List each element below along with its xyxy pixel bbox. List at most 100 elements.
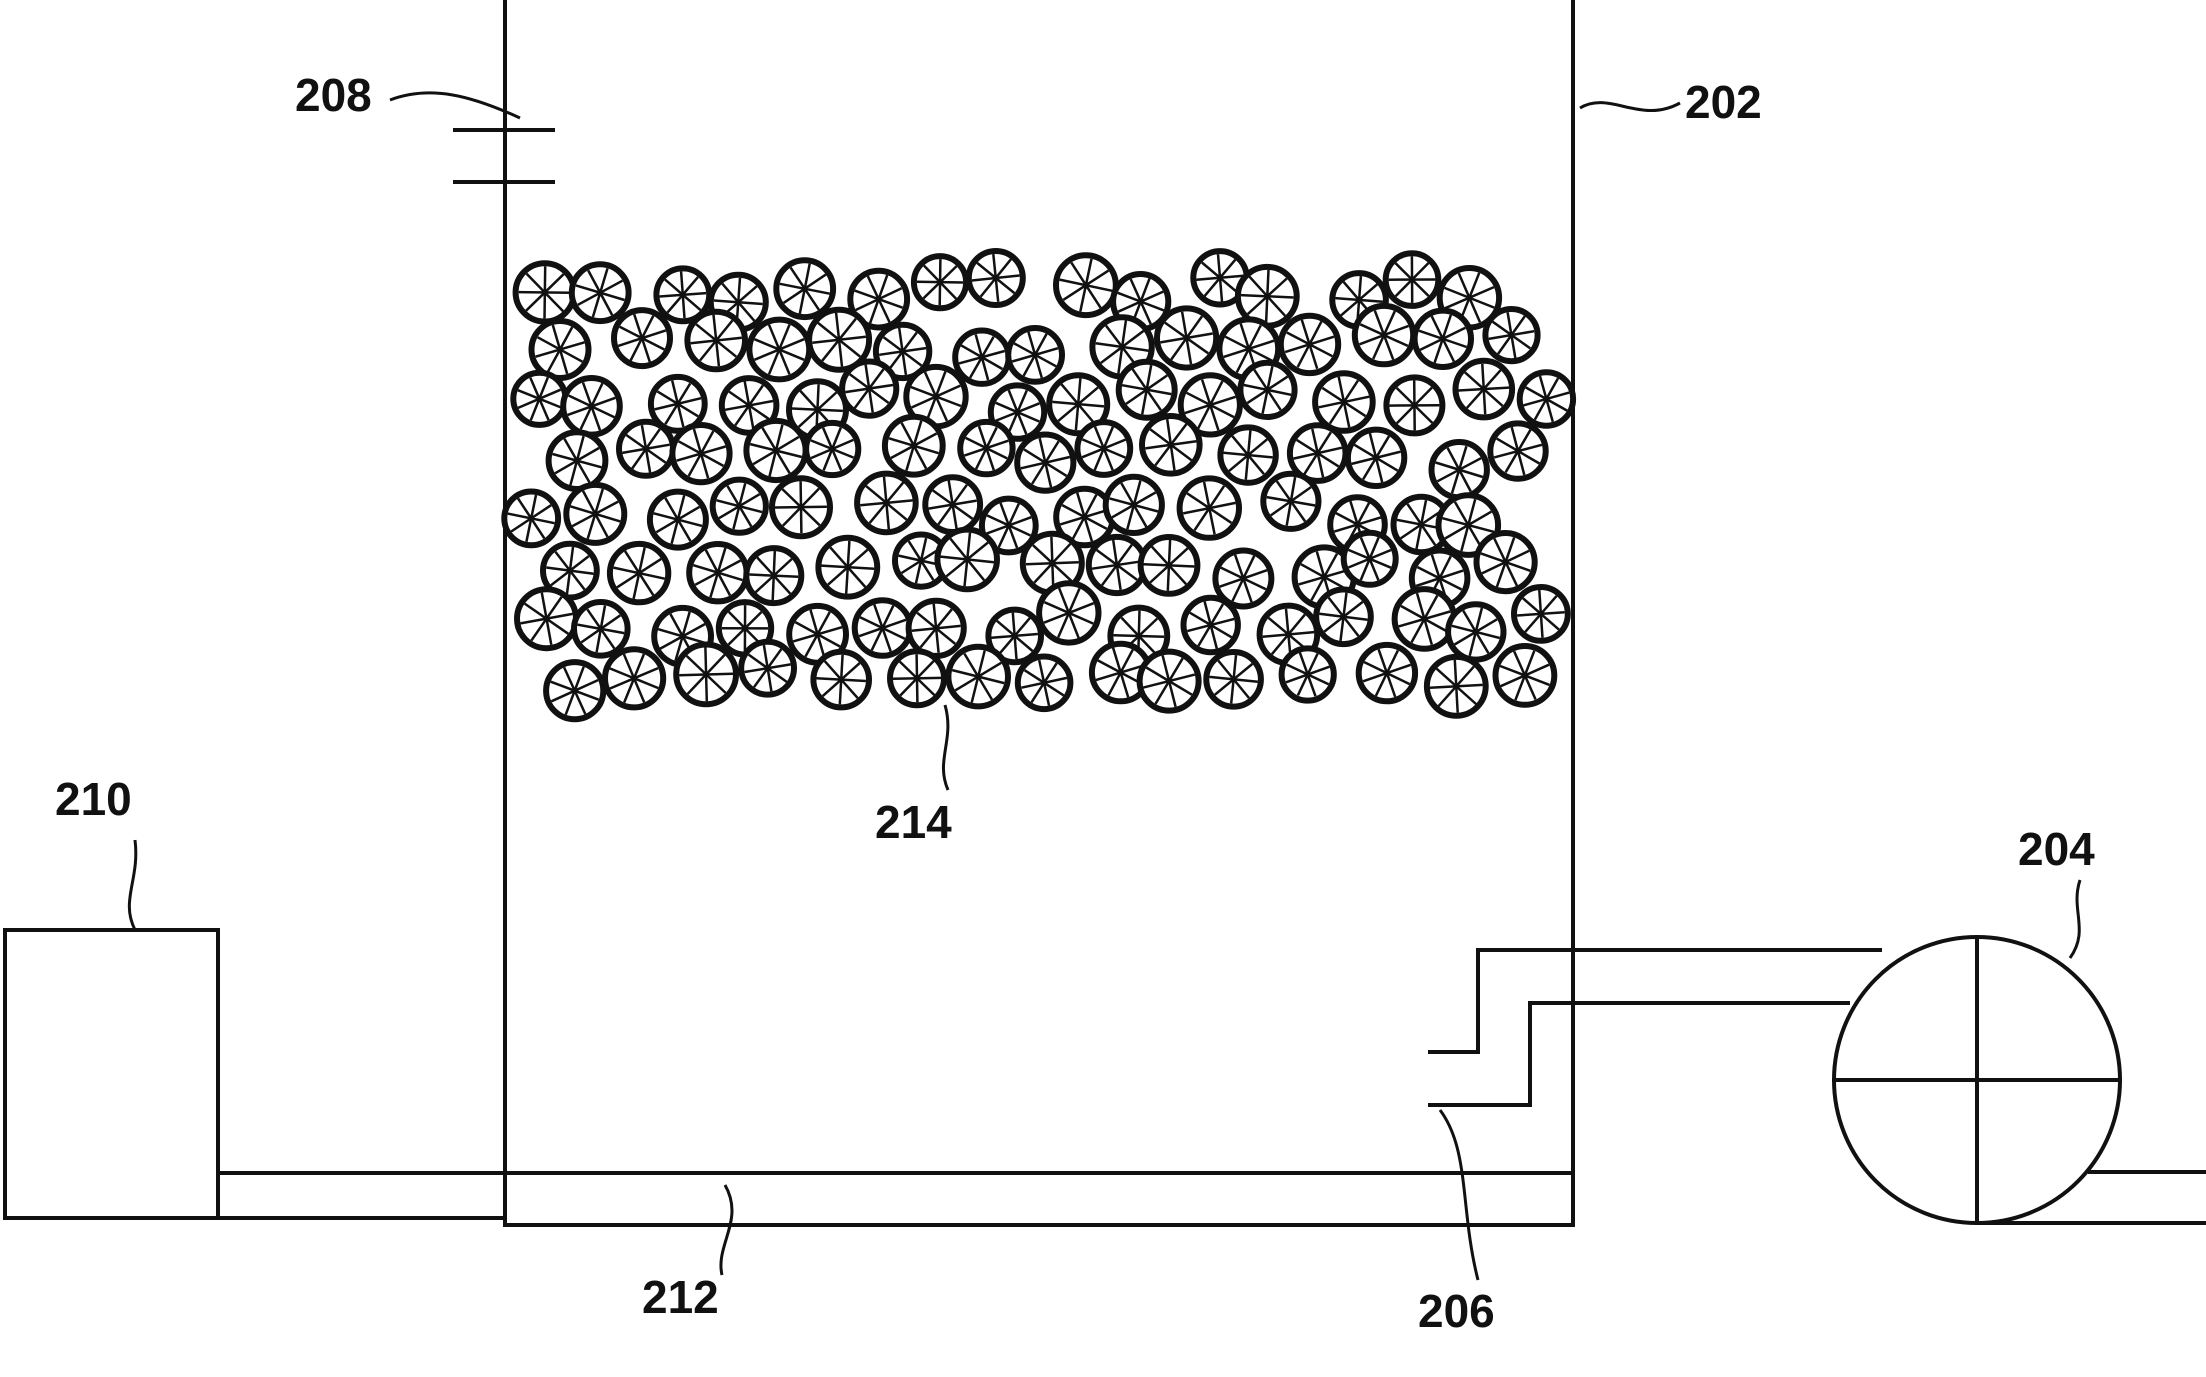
media-particle bbox=[709, 476, 769, 536]
media-particle bbox=[1180, 594, 1241, 656]
media-particle bbox=[847, 267, 911, 331]
leader-208 bbox=[389, 91, 521, 120]
media-particle bbox=[1423, 653, 1489, 719]
media-particle bbox=[1351, 302, 1417, 368]
media-particle bbox=[669, 422, 733, 486]
label-outlet: 206 bbox=[1418, 1285, 1495, 1337]
media-particle bbox=[528, 318, 592, 381]
supply-unit-box bbox=[3, 928, 220, 1220]
reference-labels: 208 202 210 204 214 212 206 bbox=[55, 69, 2095, 1337]
media-particle bbox=[616, 418, 676, 479]
media-particle bbox=[910, 253, 970, 312]
media-particle bbox=[673, 641, 739, 708]
media-particle bbox=[1136, 648, 1202, 714]
media-particle bbox=[571, 599, 631, 659]
media-particle bbox=[815, 534, 881, 600]
media-particle bbox=[743, 417, 809, 484]
media-particle bbox=[839, 358, 900, 419]
media-particle bbox=[1212, 547, 1275, 610]
media-particle bbox=[543, 659, 607, 723]
vessel bbox=[503, 0, 1575, 1227]
media-particle bbox=[1473, 530, 1538, 595]
label-vessel: 202 bbox=[1685, 76, 1762, 128]
leader-214 bbox=[942, 704, 950, 791]
media-particle bbox=[1102, 473, 1165, 536]
media-particle bbox=[965, 248, 1026, 308]
media-particle bbox=[1277, 312, 1342, 377]
media-particle bbox=[684, 308, 749, 373]
leader-206 bbox=[1438, 1109, 1480, 1281]
media-particle bbox=[1053, 252, 1119, 319]
leader-lines bbox=[127, 91, 2082, 1281]
media-particle bbox=[560, 375, 623, 438]
media-particle bbox=[1234, 263, 1300, 329]
media-particle bbox=[810, 648, 873, 711]
media-particle bbox=[1382, 250, 1442, 309]
media-particle bbox=[905, 597, 967, 659]
media-particle bbox=[1344, 426, 1408, 489]
bottom-conduit bbox=[216, 1171, 1575, 1227]
media-particle bbox=[1286, 422, 1349, 484]
leader-212 bbox=[719, 1184, 734, 1276]
media-particle bbox=[786, 602, 849, 666]
leader-202 bbox=[1579, 101, 1681, 113]
media-particle bbox=[851, 597, 914, 659]
media-particle bbox=[545, 429, 609, 493]
media-particle bbox=[1177, 372, 1243, 438]
pump bbox=[1832, 935, 2206, 1225]
media-particle bbox=[945, 643, 1012, 710]
media-particle bbox=[1452, 357, 1516, 421]
media-particle bbox=[501, 488, 562, 549]
media-particle bbox=[1516, 369, 1577, 429]
media-particle bbox=[1411, 307, 1475, 370]
leader-204 bbox=[2068, 879, 2082, 959]
media-particle bbox=[718, 375, 780, 436]
media-particle bbox=[978, 495, 1039, 556]
media-particle bbox=[1203, 649, 1264, 710]
media-particle bbox=[1014, 653, 1074, 713]
media-particle bbox=[952, 327, 1012, 387]
media-particle bbox=[738, 638, 797, 698]
media-particle bbox=[743, 545, 805, 607]
media-particle bbox=[1313, 586, 1374, 648]
label-media: 214 bbox=[875, 796, 952, 848]
media-particle bbox=[510, 369, 569, 428]
outlet-and-pump-pipe bbox=[1428, 948, 1882, 1107]
media-particle bbox=[1074, 419, 1134, 478]
media-particle bbox=[1340, 529, 1399, 588]
media-particle bbox=[1511, 584, 1571, 644]
media-particle bbox=[872, 321, 933, 382]
media-particle bbox=[568, 261, 632, 325]
media-particle bbox=[1154, 305, 1220, 371]
leader-210 bbox=[127, 839, 138, 931]
media-particle bbox=[1217, 424, 1279, 486]
media-particle bbox=[773, 257, 837, 321]
media-particle bbox=[1005, 325, 1065, 385]
media-particle bbox=[985, 606, 1045, 666]
outlet-pipe-outer bbox=[1428, 948, 1575, 1054]
media-particle bbox=[1312, 370, 1376, 434]
media-particle bbox=[1391, 586, 1458, 652]
outlet-pipe-inner bbox=[1428, 1001, 1575, 1107]
media-particle bbox=[646, 488, 709, 551]
media-particle bbox=[1428, 439, 1490, 501]
media-particle bbox=[1445, 601, 1507, 663]
media-particle bbox=[934, 526, 1001, 593]
media-particle bbox=[1260, 470, 1322, 532]
media-particle bbox=[803, 419, 862, 479]
media-particle bbox=[686, 541, 750, 605]
label-bottom-conduit: 212 bbox=[642, 1271, 719, 1323]
media-particle bbox=[1046, 372, 1111, 437]
inlet-port bbox=[453, 128, 555, 184]
label-pump: 204 bbox=[2018, 823, 2095, 875]
media-particle bbox=[746, 316, 813, 383]
media-bed bbox=[501, 248, 1577, 723]
media-particle bbox=[1088, 640, 1153, 705]
media-particle bbox=[1085, 533, 1149, 597]
label-supply-unit: 210 bbox=[55, 773, 132, 825]
media-particle bbox=[602, 646, 667, 711]
media-particle bbox=[611, 307, 673, 370]
media-particle bbox=[1237, 359, 1298, 420]
media-particle bbox=[769, 475, 833, 540]
